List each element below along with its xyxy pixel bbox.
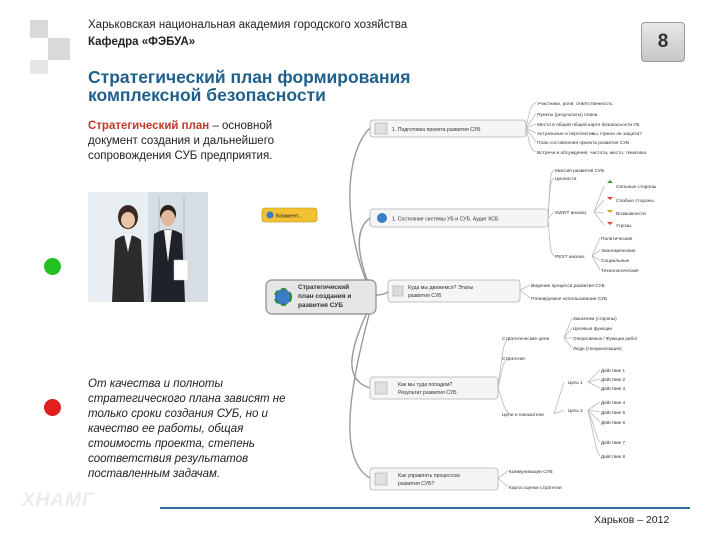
decorative-square — [30, 20, 48, 38]
b4-group: Цели и показатели — [502, 412, 544, 418]
b1-leaf: Встречи и обсуждения, частота, место, те… — [537, 150, 646, 156]
green-marker-dot — [44, 258, 61, 275]
b1-leaf: Место в общей общей карте безопасности У… — [537, 121, 640, 128]
b4-group: Стратегия — [502, 356, 525, 362]
b5-leaf: Карта оценки стратегии — [509, 485, 562, 491]
b4-strat: Заказчики (стороны) — [573, 316, 617, 321]
swot-item: Слабые стороны — [616, 198, 654, 204]
central-line3: развития СУБ — [298, 302, 343, 309]
central-line2: план создания и — [298, 293, 351, 300]
b3-leaf: Видение процесса развития СУБ — [531, 283, 605, 289]
b4-action: Действие 6 — [601, 419, 625, 425]
decorative-square — [30, 60, 48, 74]
b4-action: Действие 5 — [601, 409, 625, 415]
university-logo: ХНАМГ — [22, 490, 95, 512]
pest-item: Экономические — [601, 248, 636, 254]
academy-name: Харьковская национальная академия городс… — [88, 19, 407, 31]
branch-3-line1: Куда мы движемся? Этапы — [408, 285, 474, 291]
b1-leaf: Актуальные и перспективы. Нужна ли защит… — [537, 131, 642, 137]
b4-action: Действие 2 — [601, 376, 625, 382]
red-marker-dot — [44, 399, 61, 416]
branch-2-label: 1. Состояние системы УБ и СУБ. Аудит КСБ — [392, 217, 499, 223]
footer-divider — [160, 507, 690, 509]
branch-4-line1: Как мы туда попадем? — [398, 382, 452, 388]
b4-action: Действие 7 — [601, 439, 625, 445]
swot-item: Возможности — [616, 211, 646, 217]
footer-place-year: Харьков – 2012 — [594, 514, 669, 526]
slide-title: Стратегический план формирования комплек… — [88, 68, 488, 104]
branch-5-line1: Как управлять процессом — [398, 473, 460, 479]
decorative-square — [48, 38, 70, 60]
department-name: Кафедра «ФЭБУА» — [88, 36, 195, 48]
b5-leaf: Коммуникации СУБ — [509, 469, 553, 475]
b4-strat: Люди (специализация) — [573, 346, 622, 351]
intro-highlight: Стратегический план — [88, 120, 209, 132]
branch-4-line2: Результат развития СУБ — [398, 390, 457, 396]
branch-5-line2: развития СУБ? — [398, 481, 435, 487]
pest-item: Политические — [601, 236, 633, 242]
b1-leaf: План составления проекта развития СУБ — [537, 140, 629, 146]
b2-leaf: SWOT анализ — [555, 210, 587, 216]
b1-leaf: Пункты (результаты) плана — [537, 112, 598, 118]
b2-leaf: PEST анализ — [555, 254, 585, 260]
slide-number: 8 — [641, 22, 685, 62]
b4-action: Действие 4 — [601, 399, 625, 405]
business-people-photo — [88, 192, 208, 302]
b4-action: Действие 8 — [601, 453, 625, 459]
mind-map: Стратегический план создания и развития … — [258, 100, 698, 500]
b2-leaf: Ценности — [555, 176, 577, 182]
b4-group: Стратегические цели — [502, 336, 549, 342]
b4-strat: Оперативные / Функции работ — [573, 336, 639, 341]
b4-goal: Цель 1 — [568, 380, 583, 385]
b1-leaf: Участники, роли, ответственность — [537, 101, 613, 107]
pest-item: Социальные — [601, 258, 630, 264]
b4-goal: Цель 2 — [568, 408, 583, 413]
b4-strat: Целевые функции — [573, 326, 612, 331]
branch-3-line2: развития СУБ — [408, 293, 442, 299]
swot-item: Угрозы — [616, 223, 632, 229]
b4-action: Действие 3 — [601, 385, 625, 391]
b3-leaf: Планируемое использование СУБ — [531, 296, 607, 302]
central-line1: Стратегический — [298, 283, 349, 291]
pest-item: Технологические — [601, 268, 639, 274]
b2-leaf: Миссия развития СУБ — [555, 168, 604, 174]
branch-1-label: 1. Подготовка проекта развития СУБ — [392, 127, 481, 133]
comment-label: Коммент... — [276, 214, 303, 220]
swot-item: Сильные стороны — [616, 184, 657, 190]
b4-action: Действие 1 — [601, 367, 625, 373]
